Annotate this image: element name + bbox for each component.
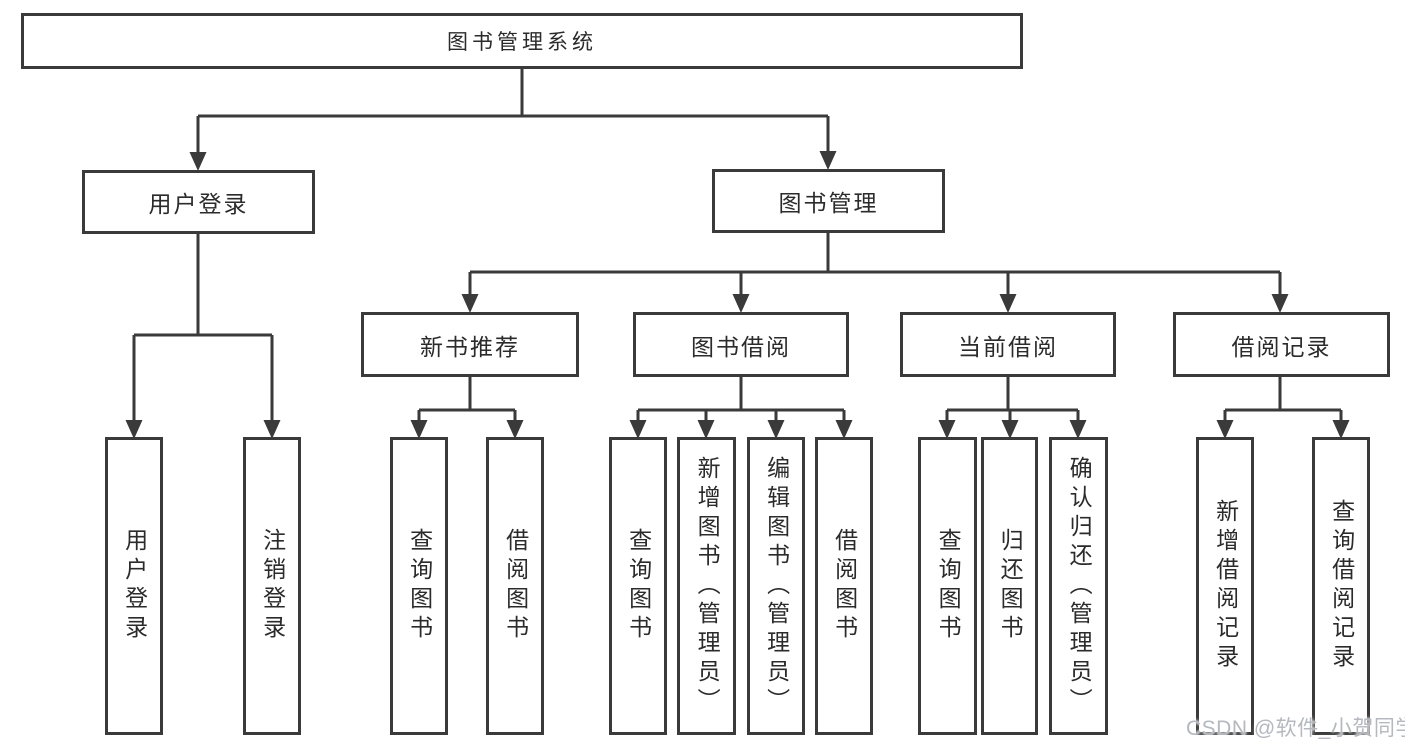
node-label: 图书管理 (778, 190, 879, 216)
leaf-query-books-borrow: 查询图书 (609, 437, 667, 735)
connector-current-borrow (945, 377, 1080, 427)
leaf-label: 查询图书 (935, 528, 962, 644)
node-new-book-recommend: 新书推荐 (361, 312, 579, 377)
arrow-down-icon (732, 294, 750, 313)
arrow-down-icon (819, 151, 837, 170)
leaf-add-book-admin: 新增图书（管理员） (677, 437, 736, 735)
leaf-logout: 注销登录 (243, 437, 301, 735)
node-label: 当前借阅 (958, 333, 1058, 360)
leaf-label: 新增借阅记录 (1212, 499, 1239, 673)
arrow-down-icon (629, 420, 647, 439)
connector-user-login (132, 234, 274, 427)
arrow-down-icon (263, 420, 281, 439)
leaf-label: 查询图书 (406, 528, 433, 644)
connector-new-book-recommend (417, 377, 517, 427)
connector-borrow-records (1223, 377, 1343, 427)
arrow-down-icon (189, 152, 207, 171)
leaf-label: 借阅图书 (831, 528, 858, 644)
node-borrow-records: 借阅记录 (1173, 312, 1390, 377)
arrow-down-icon (1001, 420, 1019, 439)
leaf-user-login: 用户登录 (105, 437, 163, 735)
leaf-label: 归还图书 (997, 528, 1024, 644)
arrow-down-icon (938, 420, 956, 439)
leaf-confirm-return-admin: 确认归还（管理员） (1049, 437, 1108, 735)
leaf-label: 查询借阅记录 (1328, 499, 1355, 673)
node-label: 借阅记录 (1231, 333, 1332, 360)
node-book-borrow: 图书借阅 (633, 312, 849, 377)
arrowhead-icons (125, 151, 1350, 439)
leaf-label: 查询图书 (625, 528, 652, 644)
node-label: 用户登录 (148, 191, 249, 217)
connector-book-management (468, 233, 1282, 301)
node-label: 图书借阅 (691, 333, 791, 360)
arrow-down-icon (1332, 420, 1350, 439)
csdn-watermark: CSDN @软件_小贺同学 (1186, 717, 1405, 740)
arrow-down-icon (999, 294, 1017, 313)
arrow-down-icon (835, 420, 853, 439)
leaf-return-book: 归还图书 (981, 437, 1038, 735)
arrow-down-icon (461, 294, 479, 313)
arrow-down-icon (767, 420, 785, 439)
node-user-login: 用户登录 (82, 170, 315, 234)
leaf-label: 新增图书（管理员） (694, 455, 721, 717)
arrow-down-icon (410, 420, 428, 439)
leaf-borrow-books: 借阅图书 (815, 437, 873, 735)
leaf-query-books-recommend: 查询图书 (390, 437, 448, 735)
leaf-query-borrow-record: 查询借阅记录 (1312, 437, 1370, 735)
connector-book-borrow (636, 377, 846, 427)
node-label: 图书管理系统 (447, 31, 597, 54)
arrow-down-icon (125, 420, 143, 439)
leaf-label: 用户登录 (121, 528, 148, 644)
leaf-add-borrow-record: 新增借阅记录 (1196, 437, 1254, 735)
node-current-borrow: 当前借阅 (900, 312, 1116, 377)
node-book-management: 图书管理 (712, 169, 945, 233)
arrow-down-icon (697, 420, 715, 439)
node-label: 新书推荐 (420, 333, 520, 360)
leaf-label: 确认归还（管理员） (1066, 455, 1093, 717)
connector-root (196, 69, 830, 158)
node-library-management-system: 图书管理系统 (21, 13, 1023, 69)
leaf-edit-book-admin: 编辑图书（管理员） (747, 437, 805, 735)
arrow-down-icon (506, 420, 524, 439)
leaf-label: 借阅图书 (502, 528, 529, 644)
leaf-borrow-books-recommend: 借阅图书 (486, 437, 544, 735)
arrow-down-icon (1271, 294, 1289, 313)
leaf-query-books-current: 查询图书 (918, 437, 977, 735)
arrow-down-icon (1216, 420, 1234, 439)
arrow-down-icon (1069, 420, 1087, 439)
leaf-label: 注销登录 (259, 528, 286, 644)
leaf-label: 编辑图书（管理员） (763, 455, 790, 717)
